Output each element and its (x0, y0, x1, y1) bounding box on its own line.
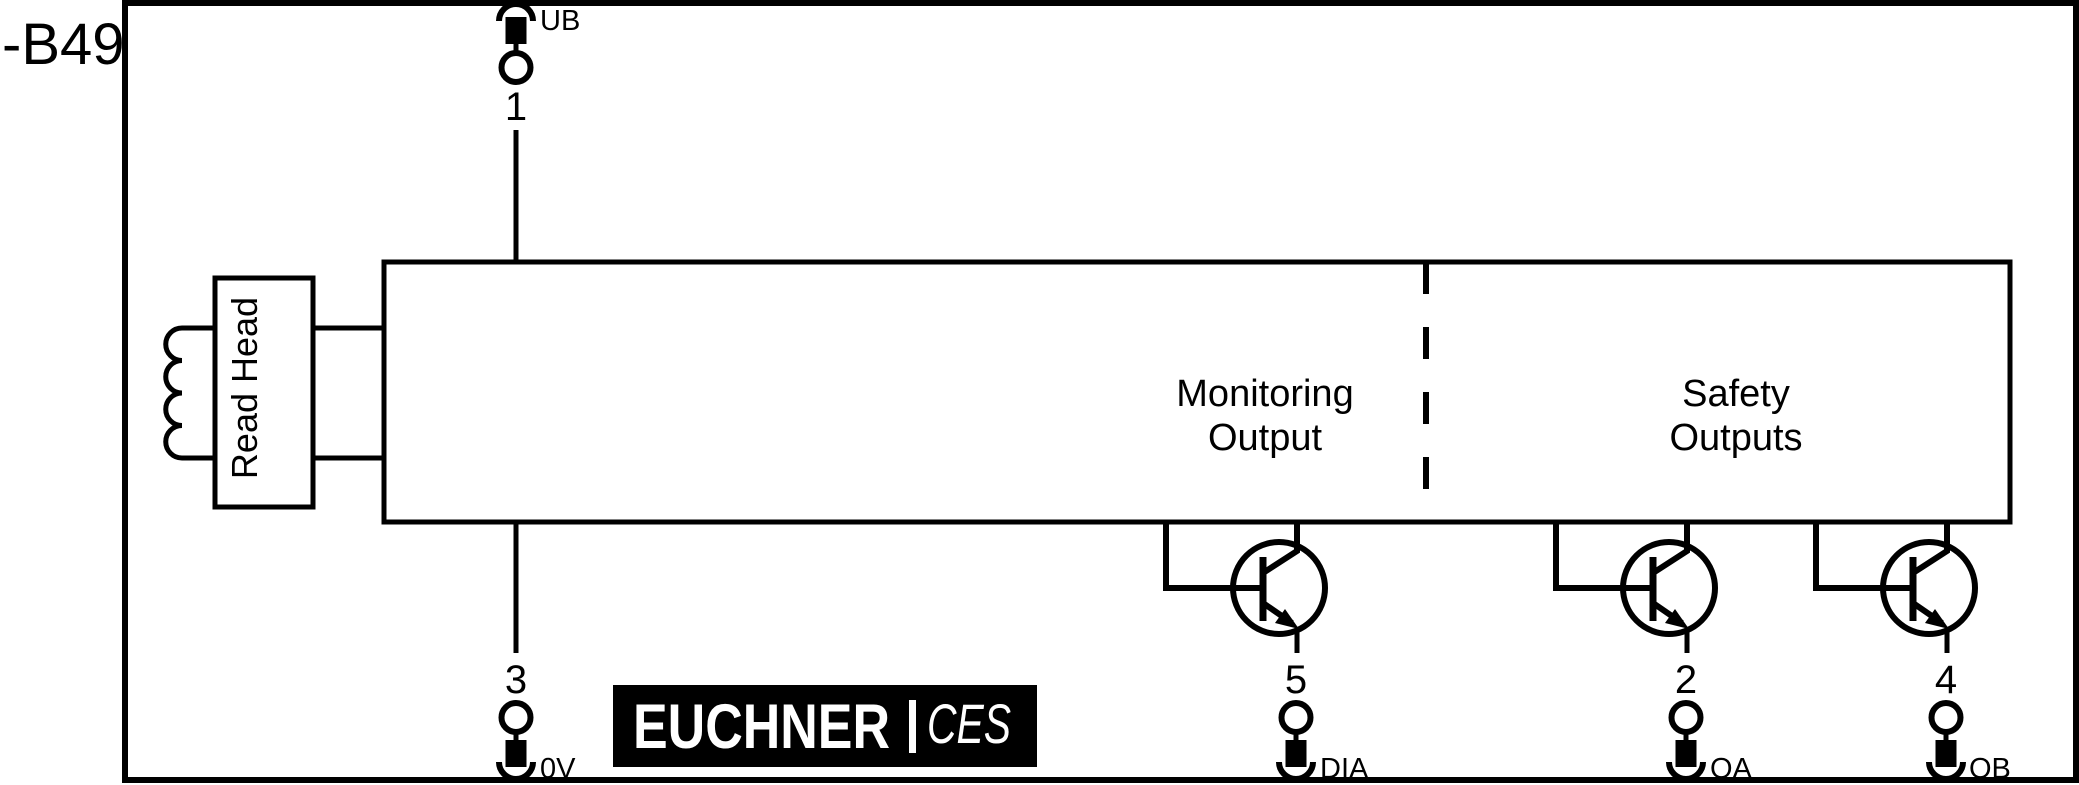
pin-0v-label: 0V (540, 753, 576, 785)
emitter-arrow-icon (1925, 609, 1949, 629)
pin-5-number: 5 (1285, 658, 1307, 702)
logo-series-text: CES (927, 692, 1011, 755)
emitter-arrow-icon (1665, 609, 1689, 629)
pin-ob-label: OB (1969, 753, 2011, 785)
socket-arc-icon (1276, 761, 1316, 782)
read-head-box (212, 275, 316, 510)
transistor-circle (1620, 539, 1718, 637)
terminal-circle-icon (1278, 700, 1314, 735)
terminal-circle-icon (498, 50, 534, 85)
plug-pin-icon (505, 740, 527, 767)
outer-frame (122, 0, 2079, 783)
plug-pin-icon (1675, 740, 1697, 767)
logo-background (613, 685, 1037, 767)
inductor-coil-icon (163, 325, 215, 461)
pin-1-number: 1 (505, 85, 527, 129)
socket-arc-icon (1926, 761, 1966, 782)
evaluation-unit-box (381, 259, 2013, 525)
logo-divider-bar (909, 700, 916, 753)
socket-arc-icon (496, 761, 536, 782)
oa-pin-connector-icon (1666, 700, 1706, 782)
transistor-circle (1230, 539, 1328, 637)
logo-brand-text: EUCHNER (633, 692, 890, 762)
transistor-circle (1880, 539, 1978, 637)
terminal-circle-icon (1928, 700, 1964, 735)
read-head-label: Read Head (224, 297, 265, 479)
safety-a-npn-transistor-icon (1553, 522, 1718, 653)
plug-pin-icon (1935, 740, 1957, 767)
pin-dia-label: DIA (1320, 753, 1369, 785)
read-head-assembly: Read Head (163, 275, 384, 510)
safety-outputs-label-line2: Outputs (1669, 417, 1802, 459)
monitoring-output-label-line1: Monitoring (1176, 373, 1353, 415)
dia-pin-connector-icon (1276, 700, 1316, 782)
safety-b-npn-transistor-icon (1813, 522, 1978, 653)
pin-4-number: 4 (1935, 658, 1957, 702)
emitter-arrow-icon (1275, 609, 1299, 629)
socket-arc-icon (496, 1, 536, 22)
terminal-circle-icon (498, 700, 534, 735)
socket-arc-icon (1666, 761, 1706, 782)
ground-pin-connector-icon (496, 700, 536, 782)
plug-pin-icon (1285, 740, 1307, 767)
pin-3-number: 3 (505, 658, 527, 702)
safety-outputs-label-line1: Safety (1682, 373, 1790, 415)
collector-wire (1911, 522, 1950, 576)
monitoring-output-label-line2: Output (1208, 417, 1323, 459)
monitoring-npn-transistor-icon (1163, 522, 1328, 653)
pin-ub-label: UB (540, 5, 580, 37)
device-reference-label: -B49 (2, 12, 125, 77)
collector-wire (1651, 522, 1690, 576)
supply-pin-connector-icon (496, 1, 536, 85)
ob-pin-connector-icon (1926, 700, 1966, 782)
collector-wire (1261, 522, 1300, 576)
pin-2-number: 2 (1675, 658, 1697, 702)
plug-pin-icon (505, 17, 527, 44)
terminal-circle-icon (1668, 700, 1704, 735)
pin-oa-label: OA (1710, 753, 1753, 785)
euchner-ces-logo: EUCHNER CES (613, 685, 1037, 767)
